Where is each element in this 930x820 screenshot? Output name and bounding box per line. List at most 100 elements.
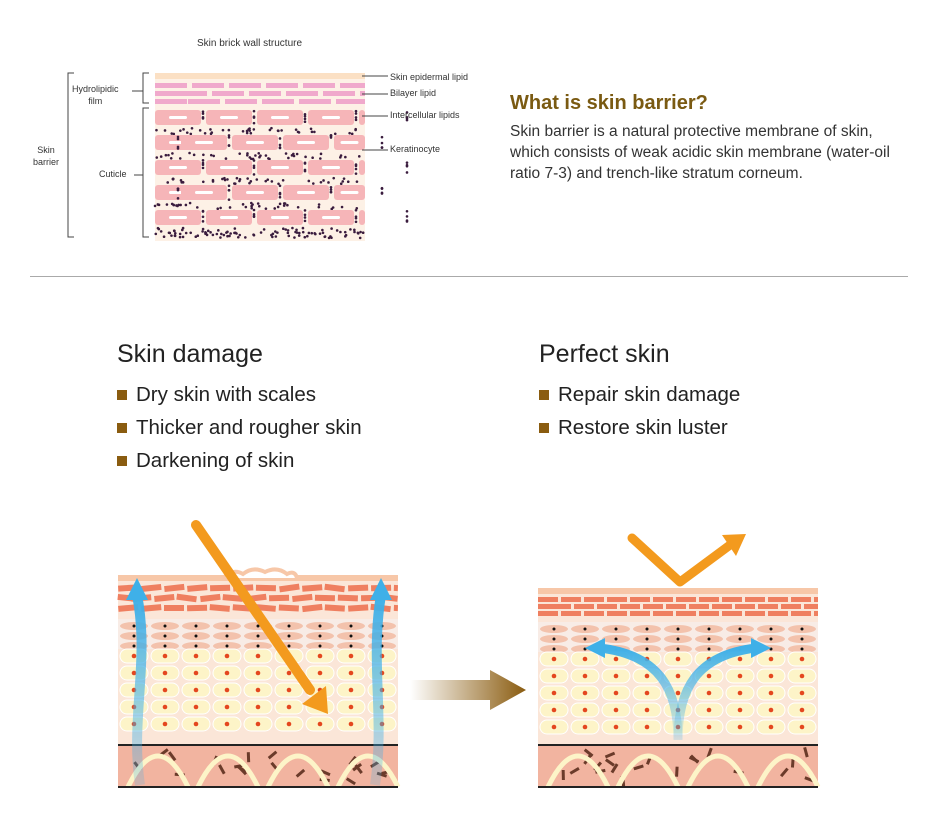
cell-nucleus [706, 707, 712, 713]
lipid-dot [201, 209, 205, 213]
horny-brick [699, 597, 719, 602]
horny-brick [255, 584, 276, 592]
lipid-dot [163, 129, 167, 132]
label-hydrolipidic-film: Hydrolipidic film [72, 83, 119, 107]
damage-item-text: Darkening of skin [136, 449, 295, 472]
lipid-dot [252, 159, 256, 162]
cell-nucleus [348, 687, 354, 693]
horny-brick [745, 597, 765, 602]
bullet-square-icon [117, 422, 127, 433]
arrow-head [585, 638, 605, 658]
bilayer-lipid-brick [175, 91, 207, 96]
collagen-fiber [320, 769, 331, 777]
lipid-dot [354, 109, 358, 113]
lipid-dot [380, 135, 384, 139]
collagen-fiber [604, 751, 616, 759]
cell-nucleus [348, 721, 354, 727]
cell-nucleus [132, 634, 136, 638]
cell-nucleus [800, 627, 804, 631]
lipid-dot [154, 232, 158, 236]
lipid-dot [405, 111, 409, 114]
cell-nucleus [224, 670, 230, 676]
cell-nucleus [737, 707, 743, 713]
lipid-dot [224, 157, 228, 160]
cell-nucleus [246, 191, 264, 194]
lipid-dot [221, 177, 224, 181]
lipid-dot [301, 226, 305, 230]
label-skin-barrier: Skin barrier [33, 144, 59, 168]
lipid-dot [354, 112, 358, 115]
cell-nucleus [225, 634, 229, 638]
horny-brick [699, 611, 719, 616]
cell-nucleus [582, 724, 588, 730]
lipid-dot [216, 207, 220, 210]
lipid-dot [167, 231, 171, 235]
horny-brick [584, 597, 604, 602]
lipid-dot [303, 120, 307, 124]
lipid-dot [246, 152, 249, 155]
lipid-dot [176, 137, 180, 141]
dermal-papilla [755, 753, 821, 789]
lipid-dot [227, 184, 231, 188]
cell-nucleus [255, 687, 261, 693]
lipid-dot [329, 188, 333, 191]
lipid-dot [170, 234, 173, 237]
lipid-dot [179, 203, 182, 207]
cell-nucleus [297, 141, 315, 144]
horny-brick [348, 604, 369, 612]
lipid-dot [249, 180, 253, 183]
lipid-dot [278, 143, 282, 147]
cell-nucleus [224, 653, 230, 659]
cell-nucleus [800, 637, 804, 641]
horny-brick [314, 594, 335, 602]
horny-brick [279, 583, 300, 593]
lipid-dot [278, 202, 282, 206]
lipid-dot [291, 226, 294, 230]
lipid-dot [323, 235, 327, 239]
lipid-dot [286, 231, 290, 235]
collagen-fiber [345, 777, 356, 786]
lipid-dot [264, 179, 268, 183]
lipid-dot [310, 130, 314, 134]
lipid-dot [349, 228, 352, 231]
horny-brick [278, 604, 299, 612]
structure-title: Skin brick wall structure [197, 38, 303, 49]
cell-nucleus [551, 656, 557, 662]
lipid-dot [255, 178, 259, 181]
lipid-dot [192, 153, 196, 157]
dermal-papilla [265, 753, 331, 789]
cell-nucleus [255, 721, 261, 727]
bilayer-lipid-brick [155, 83, 187, 88]
lipid-dot [209, 231, 212, 234]
lipid-dot [264, 207, 268, 210]
cell-nucleus [768, 656, 774, 662]
lipid-dot [257, 204, 261, 208]
lipid-dot [295, 152, 299, 156]
cell-nucleus [799, 656, 805, 662]
horny-brick [689, 604, 709, 609]
lipid-dot [405, 220, 409, 223]
lipid-dot [155, 156, 159, 159]
cell-nucleus [799, 690, 805, 696]
cell-nucleus [768, 707, 774, 713]
lipid-dot [346, 180, 350, 184]
cell-nucleus [318, 644, 322, 648]
lipid-dot [156, 226, 160, 230]
lipid-dot [331, 206, 335, 209]
horny-brick [620, 604, 640, 609]
label-intercellular-lipids: Intercellular lipids [390, 110, 460, 120]
cell-nucleus [193, 721, 199, 727]
cell-nucleus [645, 627, 649, 631]
lipid-dot [303, 169, 307, 173]
cell-nucleus [287, 624, 291, 628]
lipid-dot [223, 178, 227, 182]
lipid-dot [203, 132, 207, 135]
lipid-dot [357, 232, 360, 235]
lipid-dot [297, 131, 301, 134]
cell-nucleus [706, 673, 712, 679]
cell-nucleus [224, 687, 230, 693]
lipid-dot [227, 134, 231, 137]
lipid-dot [329, 186, 333, 189]
dermal-papilla [545, 753, 611, 789]
collagen-fiber [569, 767, 580, 775]
